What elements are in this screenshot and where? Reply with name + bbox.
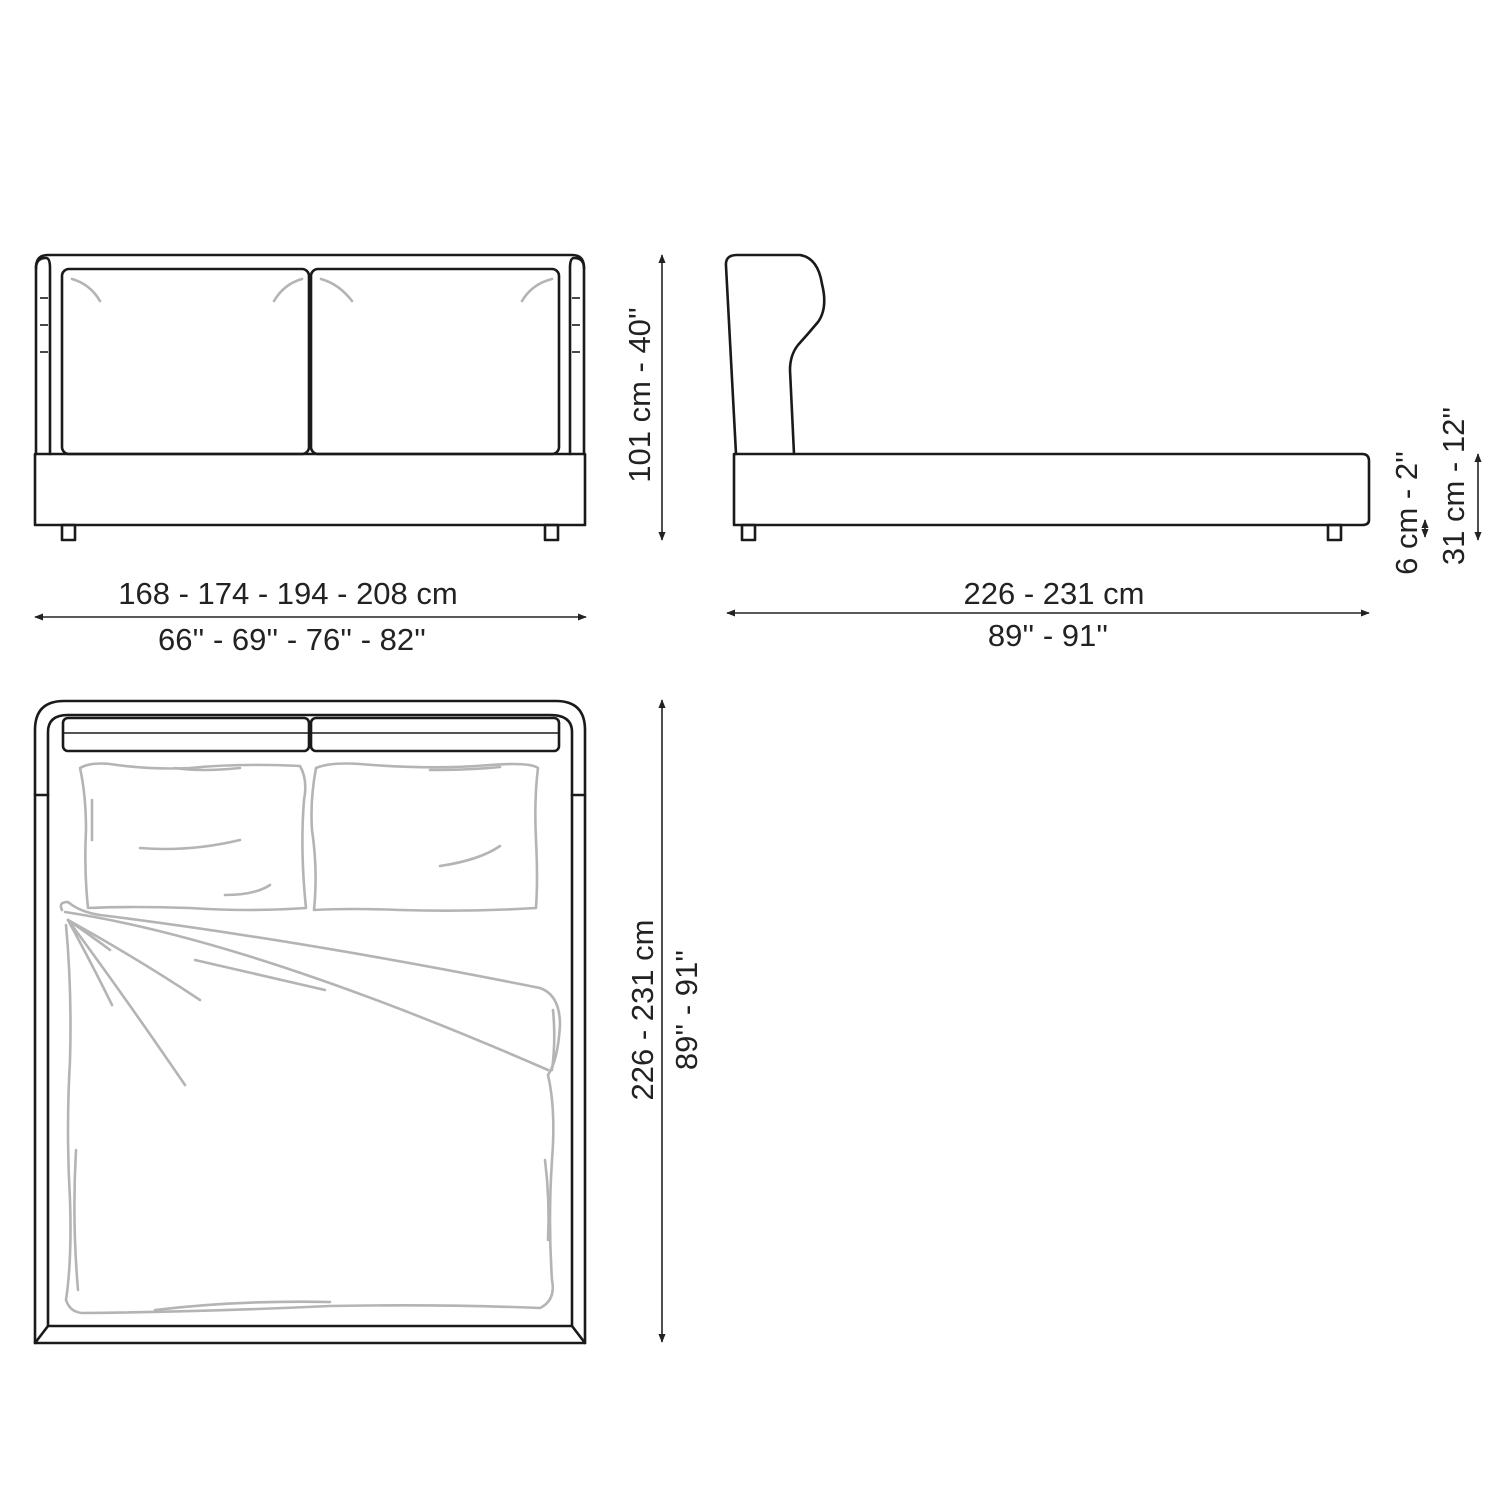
side-leg-right bbox=[1326, 523, 1343, 542]
side-leg-left bbox=[740, 523, 757, 542]
pillow-right bbox=[310, 762, 540, 912]
base-height-label: 31 cm - 12'' bbox=[1436, 407, 1471, 565]
top-view: 226 - 231 cm 89'' - 91'' bbox=[33, 699, 704, 1345]
front-base bbox=[33, 452, 587, 527]
front-height-label: 101 cm - 40'' bbox=[622, 307, 657, 483]
duvet-body bbox=[64, 923, 555, 1315]
top-length-cm-label: 226 - 231 cm bbox=[625, 920, 660, 1101]
pillow-left bbox=[78, 762, 308, 912]
top-cushion-right bbox=[309, 716, 561, 753]
side-headboard bbox=[724, 253, 826, 456]
top-frame bbox=[33, 699, 587, 1345]
side-length-in-label: 89'' - 91'' bbox=[988, 618, 1108, 653]
front-width-in-label: 66'' - 69'' - 76'' - 82'' bbox=[158, 622, 426, 657]
front-leg-left bbox=[60, 523, 77, 542]
left-cushion bbox=[60, 267, 311, 456]
side-view: 226 - 231 cm 89'' - 91'' 6 cm - 2'' 31 c… bbox=[724, 253, 1482, 653]
side-base bbox=[732, 452, 1371, 527]
top-cushion-left bbox=[61, 716, 311, 753]
top-length-in-label: 89'' - 91'' bbox=[669, 950, 704, 1070]
leg-clearance-label: 6 cm - 2'' bbox=[1389, 451, 1424, 575]
side-length-cm-label: 226 - 231 cm bbox=[964, 576, 1145, 611]
front-leg-right bbox=[543, 523, 560, 542]
front-view: 101 cm - 40'' 168 - 174 - 194 - 208 cm 6… bbox=[33, 253, 666, 657]
front-width-cm-label: 168 - 174 - 194 - 208 cm bbox=[118, 576, 457, 611]
duvet-fold bbox=[59, 900, 562, 1077]
